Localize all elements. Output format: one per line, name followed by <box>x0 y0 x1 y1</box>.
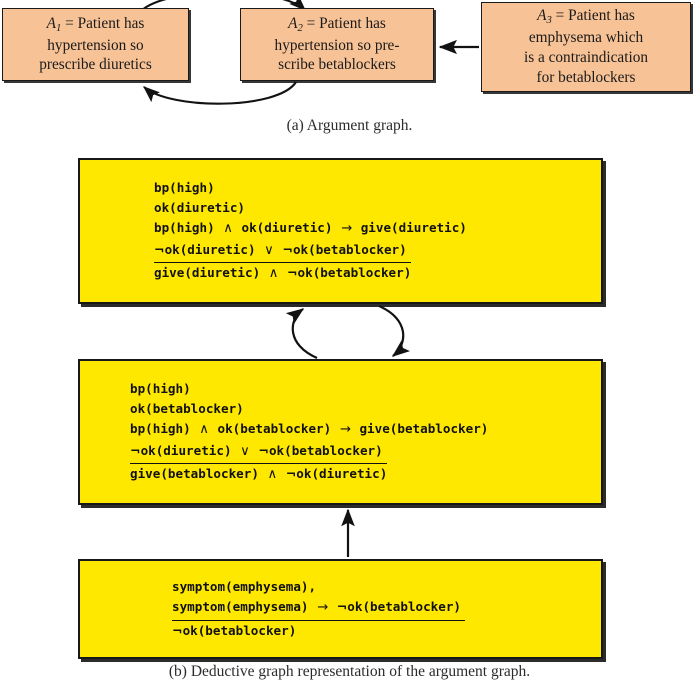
argument-node-a2-line-1: A2 = Patient has <box>288 14 386 34</box>
d3-premise-1: symptom(emphysema), <box>172 578 317 594</box>
argument-node-a1-line-1: A1 = Patient has <box>46 14 145 34</box>
argument-node-a3[interactable]: A3 = Patient has emphysema which is a co… <box>481 2 691 92</box>
deductive-node-d2[interactable]: bp(high) ok(betablocker) bp(high) ∧ ok(b… <box>78 359 603 505</box>
argument-node-a1-line-3: prescribe diuretics <box>39 56 152 74</box>
argument-node-a3-line-2: emphysema which <box>528 29 644 47</box>
d2-conclusion: give(betablocker) ∧ ¬ok(diuretic) <box>130 466 388 483</box>
argument-graph-arrows <box>139 0 479 105</box>
deductive-node-d3[interactable]: symptom(emphysema), symptom(emphysema) →… <box>78 559 603 659</box>
edge-d1-to-d2 <box>378 304 410 357</box>
d1-conclusion: give(diuretic) ∧ ¬ok(betablocker) <box>154 265 412 282</box>
edge-a2-to-a1 <box>143 81 297 105</box>
d2-premise-1: bp(high) <box>130 380 191 396</box>
d1-premise-4: ¬ok(diuretic) ∨ ¬ok(betablocker) <box>154 240 411 264</box>
deductive-node-d1-formulas: bp(high) ok(diuretic) bp(high) ∧ ok(diur… <box>80 178 601 285</box>
edge-d2-to-d1 <box>285 308 318 360</box>
argument-node-a1[interactable]: A1 = Patient has hypertension so prescri… <box>2 8 189 81</box>
argument-graph-figure: A1 = Patient has hypertension so prescri… <box>0 0 699 145</box>
argument-node-a3-line-1: A3 = Patient has <box>537 7 635 27</box>
d1-premise-1: bp(high) <box>154 179 215 195</box>
d1-premise-3: bp(high) ∧ ok(diuretic) → give(diuretic) <box>154 220 467 237</box>
argument-node-a1-line-2: hypertension so <box>47 36 144 54</box>
argument-node-a2[interactable]: A2 = Patient has hypertension so pre- sc… <box>240 8 434 81</box>
argument-node-a2-line-3: scribe betablockers <box>278 56 396 74</box>
d1-premise-2: ok(diuretic) <box>154 199 245 215</box>
d2-premise-3: bp(high) ∧ ok(betablocker) → give(betabl… <box>130 421 489 438</box>
deductive-node-d2-formulas: bp(high) ok(betablocker) bp(high) ∧ ok(b… <box>80 379 601 486</box>
edge-a1-to-a2 <box>139 0 306 13</box>
deductive-node-d3-formulas: symptom(emphysema), symptom(emphysema) →… <box>80 577 601 641</box>
argument-node-a3-line-3: is a contraindication <box>523 49 649 66</box>
argument-node-a2-line-2: hypertension so pre- <box>274 36 400 54</box>
d3-premise-2: symptom(emphysema) → ¬ok(betablocker) <box>172 597 466 621</box>
deductive-node-d1[interactable]: bp(high) ok(diuretic) bp(high) ∧ ok(diur… <box>78 158 603 304</box>
argument-node-a3-line-4: for betablockers <box>536 68 636 86</box>
d2-premise-2: ok(betablocker) <box>130 400 244 416</box>
d2-premise-4: ¬ok(diuretic) ∨ ¬ok(betablocker) <box>130 441 387 465</box>
subfigure-a-caption: (a) Argument graph. <box>286 117 413 134</box>
d3-conclusion: ¬ok(betablocker) <box>172 622 297 638</box>
